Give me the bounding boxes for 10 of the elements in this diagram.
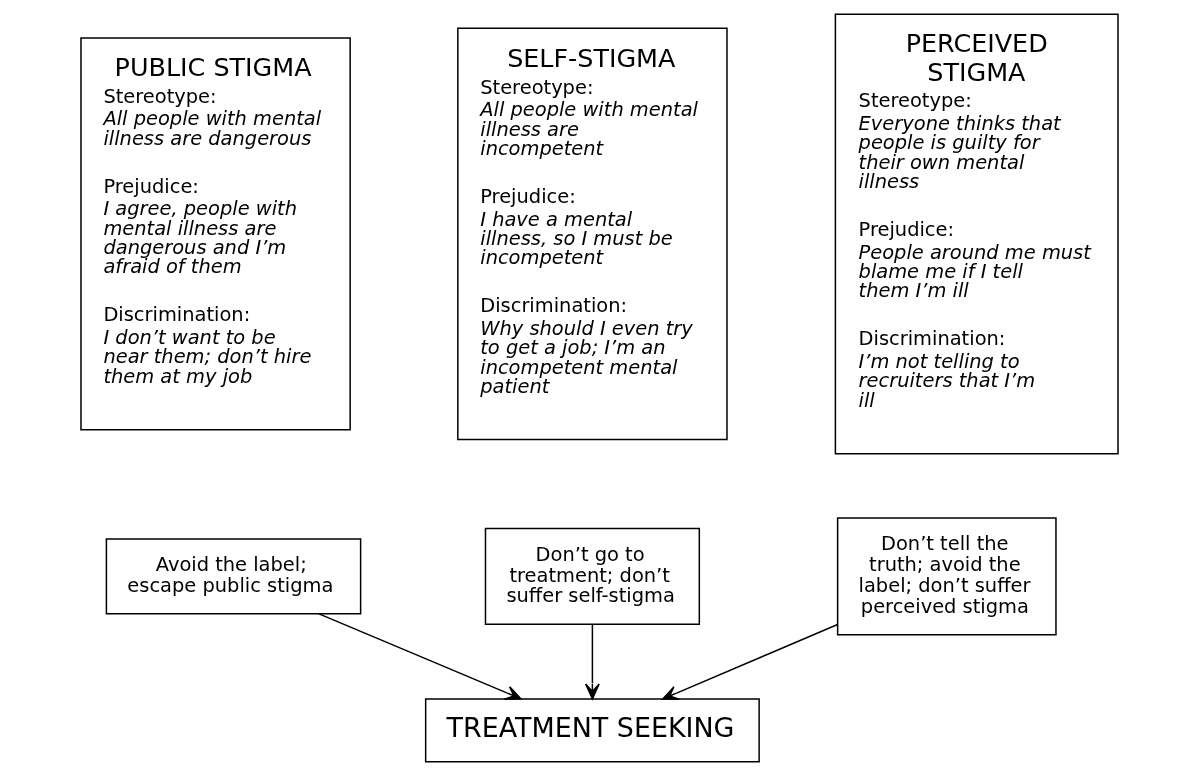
node-box: TREATMENT SEEKING xyxy=(424,698,760,763)
node-box: PERCEIVED STIGMA Stereotype: Everyone thinks that people is guilty for their own mental illness Prejudice: People around me must blame me if I tell them I’m ill Discrimination: I’m not telling to recruiters that I’m ill xyxy=(834,13,1119,455)
node-box: PUBLIC STIGMA Stereotype: All people with mental illness are dangerous Prejudice: I agree, people with mental illness are dangerous and I’m afraid of them Discrimination: I don’t want to be near them; don’t hire them at my job xyxy=(79,37,351,431)
node-box: Don’t tell the truth; avoid the label; don’t suffer perceived stigma xyxy=(836,517,1057,636)
arrow xyxy=(584,623,600,700)
arrow xyxy=(661,623,838,701)
node-box: Avoid the label; escape public stigma xyxy=(105,538,361,615)
node-box: SELF-STIGMA Stereotype: All people with mental illness are incompetent Prejudice: I have a mental illness, so I must be incompetent Discrimination: Why should I even try to get a job; I’m an incompetent mental patient xyxy=(456,27,728,441)
node-box: Don’t go to treatment; don’t suffer self-stigma xyxy=(484,527,700,625)
arrow xyxy=(317,613,522,700)
